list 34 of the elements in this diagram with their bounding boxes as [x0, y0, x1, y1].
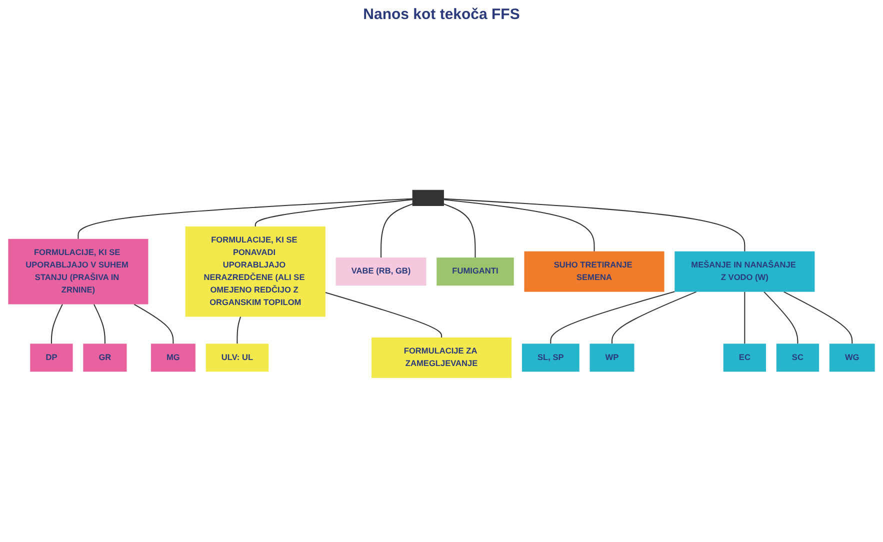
connector	[444, 198, 746, 252]
connector	[380, 203, 413, 258]
node-box: VABE (RB, GB)	[336, 258, 426, 286]
connector	[93, 304, 106, 344]
node-box: FORMULACIJE, KI SE PONAVADI UPORABLJAJO NERAZREDČENE (ALI SE OMEJENO REDČIJO Z ORGANSKIM TOPILOM	[185, 226, 326, 317]
connector	[784, 291, 853, 344]
node-box: MG	[150, 344, 196, 372]
node-box: ULV: UL	[206, 344, 269, 372]
node-box: SC	[776, 344, 820, 372]
connector	[78, 198, 413, 239]
connector	[325, 292, 442, 338]
connector	[236, 316, 242, 344]
node-box: EC	[723, 344, 766, 372]
node-box: DP	[30, 344, 73, 372]
node-box: SUHO TRETIRANJE SEMENA	[524, 251, 664, 292]
connector	[444, 203, 476, 258]
node-box: FUMIGANTI	[436, 258, 514, 286]
node-box: GR	[83, 344, 127, 372]
connector	[611, 291, 696, 344]
node-bar	[412, 190, 444, 206]
node-box: WG	[829, 344, 875, 372]
node-box: WP	[590, 344, 634, 372]
connector	[50, 304, 63, 344]
connector	[254, 199, 413, 226]
connector	[764, 291, 798, 344]
note-text: Nanos kot tekoča FFS	[363, 6, 520, 23]
connector	[444, 199, 595, 252]
node-box: FORMULACIJE ZA ZAMEGLJEVANJE	[372, 337, 512, 378]
node-box: SL, SP	[522, 344, 580, 372]
connector	[744, 292, 746, 344]
node-box: FORMULACIJE, KI SE UPORABLJAJO V SUHEM STANJU (PRAŠIVA IN ZRNINE)	[8, 238, 148, 304]
connector	[134, 304, 174, 344]
connector	[550, 291, 675, 344]
node-box: MEŠANJE IN NANAŠANJE Z VODO (W)	[674, 251, 815, 292]
